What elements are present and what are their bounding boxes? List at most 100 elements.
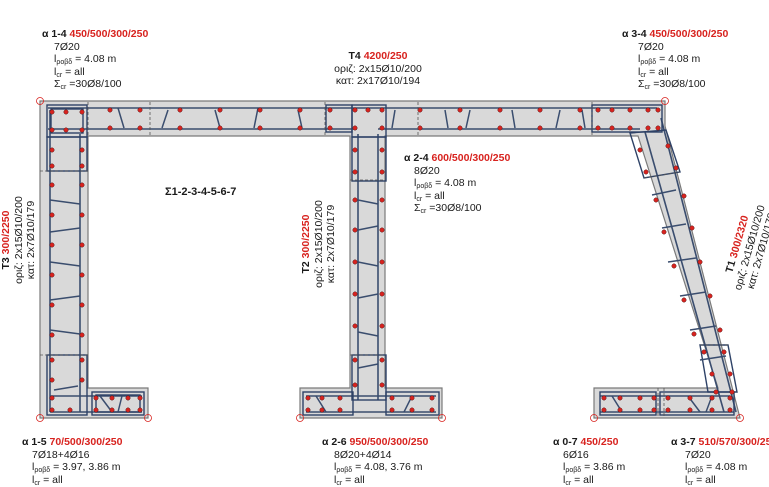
- bar-dot: [379, 169, 385, 175]
- wall-dims: 300/2250: [300, 214, 312, 259]
- column-bars: 7Ø18+4Ø16: [32, 448, 90, 461]
- corner-markers: [36, 97, 744, 422]
- tie: [49, 295, 81, 301]
- bar-dot: [379, 107, 385, 113]
- bar-dot: [93, 395, 99, 401]
- wall-dims: 4200/250: [363, 50, 408, 62]
- column-lpod: lροβδ = 4.08 m: [638, 53, 701, 66]
- column-dims: 950/500/300/250: [349, 436, 429, 448]
- column-lpod: lροβδ = 3.86 m: [563, 461, 626, 474]
- column-name: α 1-5: [22, 436, 47, 448]
- wall-label-t3: T3 300/2250 οριζ: 2x15Ø10/200 κατ: 2x7Ø1…: [0, 176, 38, 304]
- bar-dot: [687, 395, 693, 401]
- column-shear: Σcr =30Ø8/100: [54, 78, 122, 91]
- column-bars: 6Ø16: [563, 448, 589, 461]
- column-lcr: lcr = all: [32, 473, 63, 487]
- bar-dot: [352, 227, 358, 233]
- column-label-a26: α 2-6 950/500/300/250 8Ø20+4Ø14 lροβδ = …: [322, 436, 429, 487]
- column-lpod: lροβδ = 4.08 m: [54, 53, 117, 66]
- bar-dot: [681, 297, 687, 303]
- bar-dot: [379, 227, 385, 233]
- bar-dot: [689, 225, 695, 231]
- column-lpod: lροβδ = 4.08 m: [685, 461, 748, 474]
- bar-dot: [352, 125, 358, 131]
- wall-horizontal-rebar: οριζ: 2x15Ø10/200: [312, 200, 325, 288]
- tie: [49, 227, 81, 233]
- column-lpod: lροβδ = 4.08 m: [414, 177, 477, 190]
- wall-name: T3: [0, 257, 12, 270]
- bar-dot: [79, 127, 85, 133]
- bar-dot: [352, 357, 358, 363]
- bar-dot: [305, 395, 311, 401]
- bar-dot: [601, 407, 607, 413]
- bar-dot: [79, 332, 85, 338]
- tie: [444, 109, 449, 129]
- bar-dot: [63, 127, 69, 133]
- bar-dot: [709, 407, 715, 413]
- bar-dot: [651, 407, 657, 413]
- bar-dot: [365, 107, 371, 113]
- bar-dot: [337, 407, 343, 413]
- column-lcr: lcr = all: [54, 65, 85, 79]
- column-name: α 0-7: [553, 436, 578, 448]
- bar-dot: [217, 125, 223, 131]
- bar-dot: [49, 395, 55, 401]
- bar-dot: [709, 395, 715, 401]
- bar-dot: [655, 125, 661, 131]
- bar-dot: [681, 193, 687, 199]
- wall-vertical-rebar: κατ: 2x17Ø10/194: [335, 75, 421, 87]
- bar-dot: [717, 327, 723, 333]
- tie: [667, 257, 697, 263]
- bar-dot: [379, 323, 385, 329]
- bar-dot: [665, 143, 671, 149]
- bar-dot: [665, 395, 671, 401]
- stirrup-ties: [49, 107, 727, 413]
- column-dims: 510/570/300/250: [698, 436, 769, 448]
- column-bars: 8Ø20+4Ø14: [334, 448, 392, 461]
- tie: [651, 189, 677, 196]
- bar-dot: [627, 107, 633, 113]
- longitudinal-bars: [49, 107, 735, 413]
- bar-dot: [109, 395, 115, 401]
- bar-dot: [137, 125, 143, 131]
- bar-dot: [177, 107, 183, 113]
- bar-dot: [137, 107, 143, 113]
- bar-dot: [327, 107, 333, 113]
- bar-dot: [601, 395, 607, 401]
- bar-dot: [49, 127, 55, 133]
- bar-dot: [379, 147, 385, 153]
- bar-dot: [49, 332, 55, 338]
- tie: [581, 109, 586, 129]
- zone-boundaries: [40, 102, 730, 418]
- bar-dot: [595, 107, 601, 113]
- bar-dot: [79, 357, 85, 363]
- bar-dot: [177, 125, 183, 131]
- bar-dot: [661, 229, 667, 235]
- tie: [555, 109, 561, 129]
- bar-dot: [125, 407, 131, 413]
- bar-dot: [297, 107, 303, 113]
- bar-dot: [379, 259, 385, 265]
- bar-dot: [49, 377, 55, 383]
- bar-dot: [457, 107, 463, 113]
- bar-dot: [352, 107, 358, 113]
- bar-dot: [697, 259, 703, 265]
- bar-dot: [137, 395, 143, 401]
- bar-dot: [595, 125, 601, 131]
- bar-dot: [671, 263, 677, 269]
- column-name: α 2-6: [322, 436, 347, 448]
- tie: [689, 325, 717, 331]
- bar-dot: [609, 107, 615, 113]
- tie: [214, 109, 221, 129]
- bar-dot: [537, 107, 543, 113]
- bar-dot: [49, 182, 55, 188]
- concrete-section: [39, 100, 741, 419]
- column-bars: 7Ø20: [54, 40, 80, 53]
- tie: [53, 385, 79, 391]
- column-lcr: lcr = all: [334, 473, 365, 487]
- tie: [465, 109, 471, 129]
- tie: [357, 199, 379, 205]
- column-dims: 450/500/300/250: [649, 28, 729, 40]
- bar-dot: [655, 107, 661, 113]
